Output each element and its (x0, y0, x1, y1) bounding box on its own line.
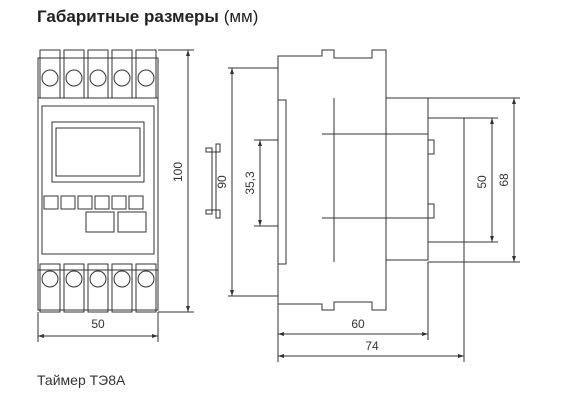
top-terminal-block (37, 57, 159, 99)
front-step (427, 117, 465, 243)
front-body (37, 97, 159, 271)
label-side-height: 90 (215, 175, 229, 189)
side-view (228, 49, 520, 362)
step-clip-top (427, 139, 435, 155)
label-step-inner: 50 (475, 175, 489, 189)
bottom-screw-housings (39, 263, 157, 313)
label-front-width: 50 (91, 317, 105, 331)
title-text: Габаритные размеры (37, 7, 219, 26)
step-clip-bottom (427, 203, 435, 219)
front-height-dimension (158, 49, 194, 313)
step-outer-dimension (428, 97, 520, 263)
title-unit: (мм) (223, 7, 259, 26)
rail-latch (277, 99, 287, 265)
label-side-depth: 60 (351, 317, 365, 331)
label-rail-height: 35,3 (243, 171, 257, 195)
button-row (43, 195, 144, 210)
page-title: Габаритные размеры (мм) (37, 7, 258, 27)
front-panel (41, 105, 155, 255)
side-depth-dimension (277, 262, 429, 362)
rail-height-dimension (254, 139, 278, 227)
label-step-outer: 68 (497, 173, 511, 187)
step-inner-dimension (464, 117, 498, 243)
front-view (37, 49, 194, 342)
bottom-screw-icons (41, 270, 155, 288)
key-row (85, 211, 147, 233)
caption: Таймер ТЭ8А (37, 372, 126, 388)
side-height-dimension (228, 67, 278, 297)
label-front-height: 100 (171, 162, 185, 182)
top-screw-icons (41, 69, 155, 87)
side-body-outline (277, 49, 429, 311)
display-screen (55, 127, 141, 177)
front-width-dimension (37, 312, 159, 342)
display-frame (51, 121, 145, 183)
bottom-terminal-block (37, 269, 159, 311)
din-rail-profile (205, 143, 221, 219)
label-total-depth: 74 (365, 339, 379, 353)
